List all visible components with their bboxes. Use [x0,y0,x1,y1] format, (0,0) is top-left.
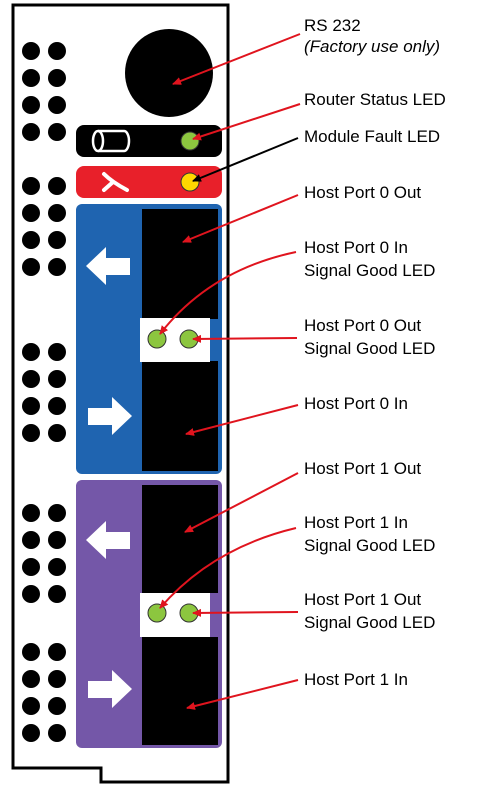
leader-host-port-0-in [185,404,299,436]
leader-host-port-0-in-signal [159,251,297,335]
label-host-port-1-out: Host Port 1 Out [304,459,421,478]
arrow-left-icon [86,247,130,285]
arrow-right-icon [88,670,132,708]
label-router-status-led: Router Status LED [304,90,446,109]
label-host-port-1-out-signal-line2: Signal Good LED [304,613,435,632]
leader-host-port-0-out [182,194,299,243]
label-host-port-0-in: Host Port 0 In [304,394,408,413]
ventilation-holes [22,42,66,742]
arrow-left-icon [86,521,130,559]
host-port-0-out-port [142,209,218,319]
label-rs232: RS 232 [304,16,361,35]
label-rs232-note: (Factory use only) [304,37,440,56]
module-fault-bar [76,166,222,198]
host-port-0-in-port [142,361,218,471]
label-host-port-0-out-signal-line2: Signal Good LED [304,339,435,358]
leader-host-port-1-in [186,679,299,710]
label-host-port-1-in-signal-line2: Signal Good LED [304,536,435,555]
x-mark-icon [102,172,129,192]
host-port-1-out-port [142,485,218,593]
leader-router-status-led [192,103,301,141]
host-port-1-in-signal-led [147,603,167,623]
label-host-port-1-in: Host Port 1 In [304,670,408,689]
label-host-port-0-out-signal-line1: Host Port 0 Out [304,316,421,335]
leader-host-port-1-out [184,472,299,533]
arrow-right-icon [88,397,132,435]
cylinder-icon [91,129,131,153]
host-port-0-in-signal-led [147,329,167,349]
label-host-port-0-out: Host Port 0 Out [304,183,421,202]
host-port-1-in-port [142,637,218,745]
rs232-connector [125,29,213,117]
leader-rs232 [172,33,301,85]
leader-module-fault-led [192,137,299,182]
leader-host-port-1-in-signal [159,527,297,609]
leader-host-port-1-out-signal [192,608,299,617]
leader-host-port-0-out-signal [192,334,298,343]
label-host-port-1-in-signal-line1: Host Port 1 In [304,513,408,532]
label-module-fault-led: Module Fault LED [304,127,440,146]
router-status-led [180,131,200,151]
module-fault-led [180,172,200,192]
label-host-port-0-in-signal-line1: Host Port 0 In [304,238,408,257]
label-host-port-0-in-signal-line2: Signal Good LED [304,261,435,280]
label-host-port-1-out-signal-line1: Host Port 1 Out [304,590,421,609]
